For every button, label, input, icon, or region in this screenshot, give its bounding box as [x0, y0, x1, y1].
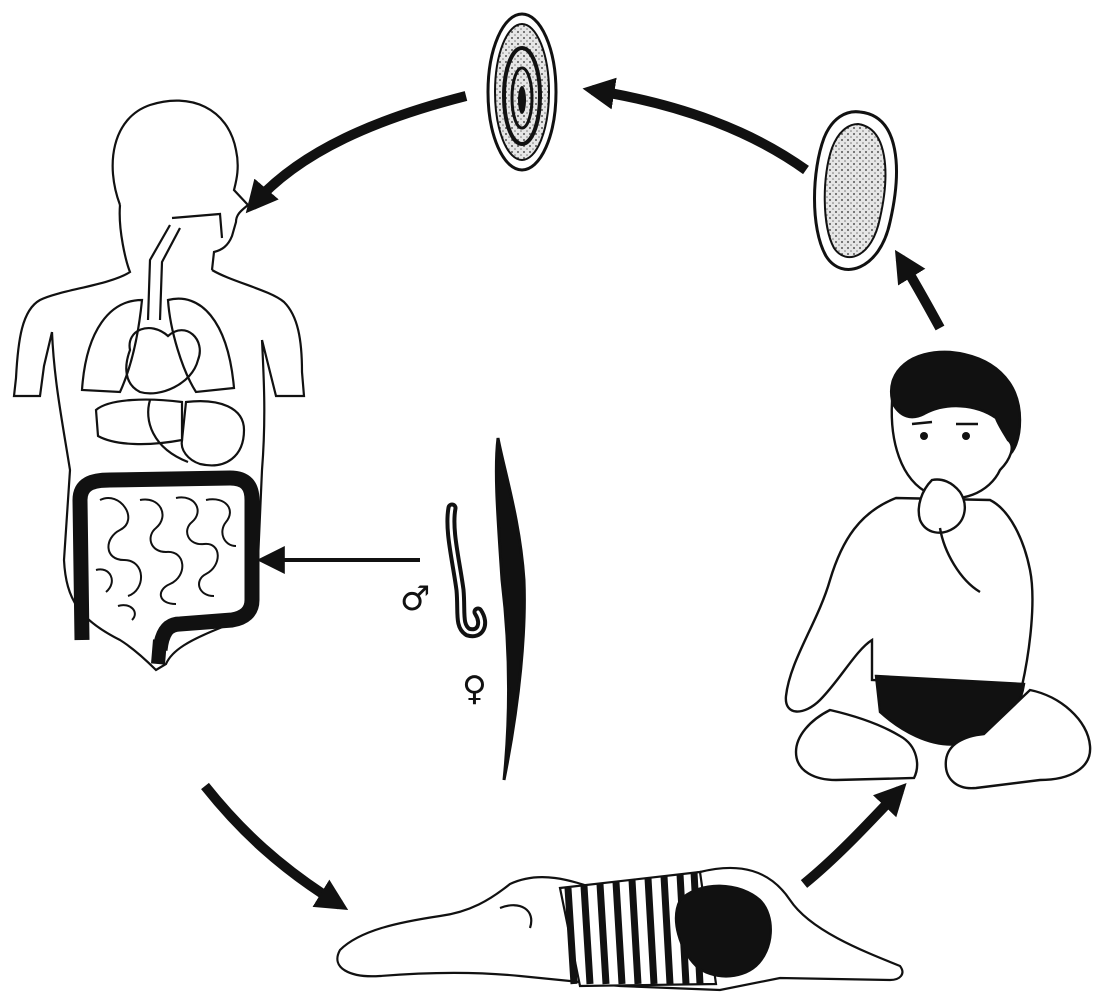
left-lung — [82, 300, 142, 392]
arrow-egg-to-embryonated — [592, 90, 806, 170]
female-worm — [496, 438, 524, 780]
male-symbol: ♂ — [400, 579, 430, 619]
human-body-anatomy — [14, 101, 304, 670]
arrow-ground-to-child — [804, 790, 900, 884]
rectum — [158, 640, 160, 664]
adult-worms: ♂ ♀ — [400, 438, 524, 780]
trachea — [148, 214, 222, 320]
arrow-body-to-ground — [205, 786, 340, 905]
liver — [96, 400, 182, 444]
stomach — [182, 401, 244, 465]
egg-unembryonated — [815, 112, 897, 270]
person-lying-down — [337, 868, 902, 990]
right-lung — [168, 299, 234, 392]
female-symbol: ♀ — [462, 669, 487, 709]
child-hand-to-mouth — [786, 352, 1090, 788]
torso-outline — [14, 205, 304, 670]
head-outline — [113, 101, 248, 270]
arrow-embryonated-to-host — [252, 96, 466, 206]
arrow-child-to-egg — [900, 258, 940, 328]
small-intestine — [96, 497, 236, 620]
egg-embryonated — [488, 14, 556, 170]
